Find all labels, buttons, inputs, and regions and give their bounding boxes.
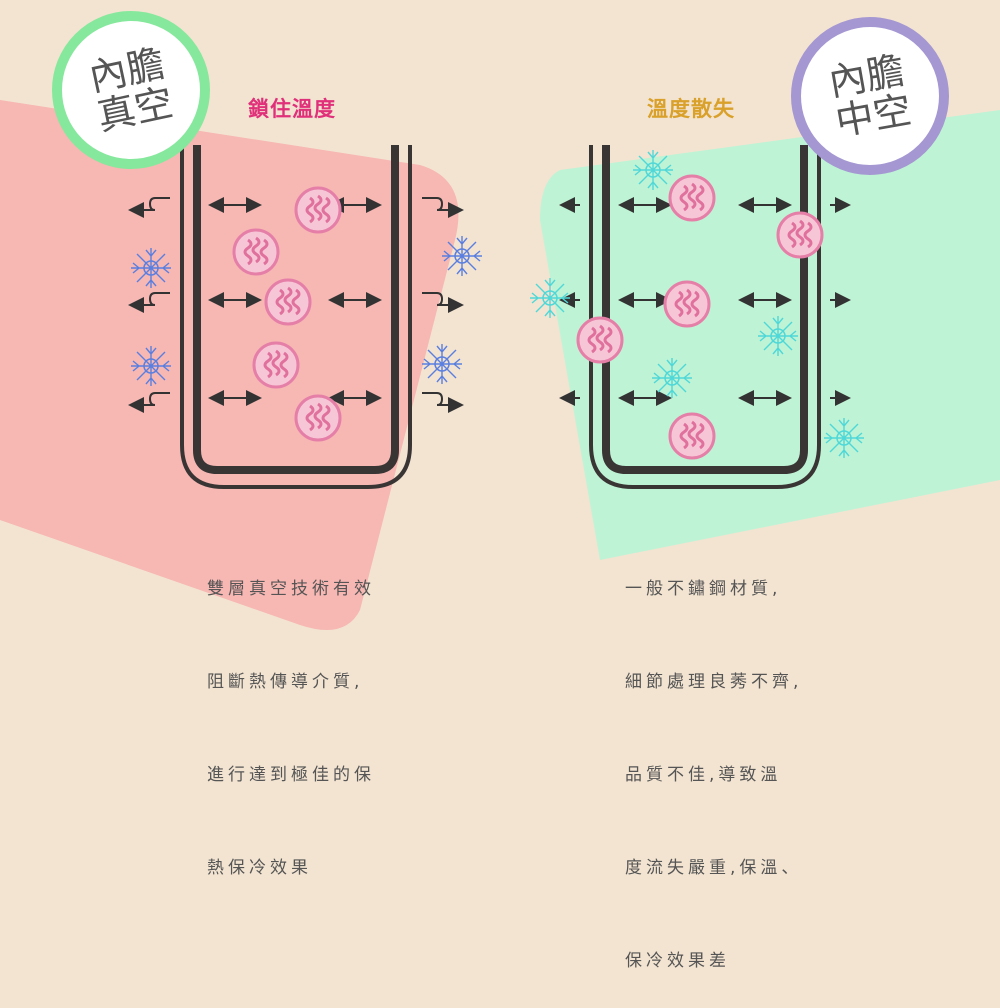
desc-line: 度流失嚴重,保溫、 (625, 858, 803, 878)
heat-particle-icon (668, 412, 716, 460)
heat-particle-icon (232, 228, 280, 276)
diagram-canvas (0, 11, 1000, 630)
desc-line: 熱保冷效果 (207, 858, 312, 878)
heat-particle-icon (264, 278, 312, 326)
right-heat-arrows (559, 197, 851, 406)
arrow-icon (422, 197, 464, 218)
arrow-icon (128, 292, 170, 313)
arrow-icon (422, 392, 464, 413)
right-heading: 溫度散失 (647, 97, 735, 121)
right-badge: 內膽 中空 (809, 47, 931, 145)
vacuum-cup (180, 145, 412, 489)
right-badge-ring (791, 17, 949, 175)
right-green-area (540, 110, 1000, 560)
desc-line: 進行達到極佳的保 (207, 765, 375, 785)
snowflake-icon (757, 315, 799, 357)
desc-line: 保冷效果差 (625, 951, 730, 971)
arrow-icon (602, 145, 808, 474)
heat-particle-icon (294, 186, 342, 234)
snowflake-icon (130, 345, 172, 387)
desc-line: 雙層真空技術有效 (207, 579, 375, 599)
arrow-icon (193, 145, 399, 474)
left-heat-arrows (128, 197, 464, 413)
heat-particle-icon (294, 394, 342, 442)
desc-line: 阻斷熱傳導介質, (207, 672, 364, 692)
hollow-cup (589, 145, 821, 489)
snowflake-icon (441, 235, 483, 277)
left-heading: 鎖住溫度 (248, 97, 336, 121)
left-pink-area (0, 100, 459, 630)
snowflake-icon (823, 417, 865, 459)
right-description: 一般不鏽鋼材質, 細節處理良莠不齊, 品質不佳,導致溫 度流失嚴重,保溫、 保冷… (625, 512, 802, 1008)
arrow-icon (422, 292, 464, 313)
heat-particle-icon (576, 316, 624, 364)
arrow-icon (128, 392, 170, 413)
snowflake-icon (529, 277, 571, 319)
arrow-icon (180, 145, 412, 489)
heat-particle-icon (252, 341, 300, 389)
left-badge-ring (52, 11, 210, 169)
snowflake-icon (130, 247, 172, 289)
arrow-icon (128, 197, 170, 218)
snowflake-icon (651, 357, 693, 399)
snowflake-icon (421, 343, 463, 385)
desc-line: 細節處理良莠不齊, (625, 672, 803, 692)
arrow-icon (589, 145, 821, 489)
desc-line: 品質不佳,導致溫 (625, 765, 782, 785)
left-description: 雙層真空技術有效 阻斷熱傳導介質, 進行達到極佳的保 熱保冷效果 (207, 512, 375, 915)
heat-particle-icon (663, 280, 711, 328)
snowflake-icon (632, 149, 674, 191)
desc-line: 一般不鏽鋼材質, (625, 579, 782, 599)
heat-particle-icon (776, 211, 824, 259)
heat-particle-icon (668, 174, 716, 222)
